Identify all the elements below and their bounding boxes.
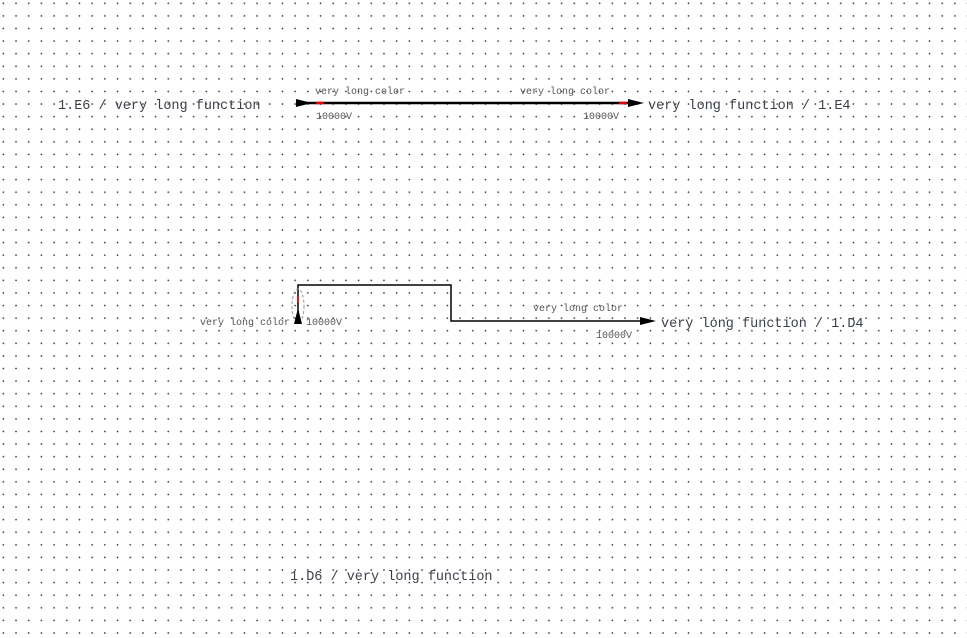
end-color-label: very long color (533, 303, 623, 315)
arrowhead-icon (628, 99, 644, 107)
start-voltage: 10000V (306, 318, 342, 329)
end-color-label: very long color (520, 86, 610, 98)
target-label[interactable]: very long function / 1.D4 (661, 317, 864, 332)
end-voltage: 10000V (583, 112, 619, 123)
start-color-label: very long color (315, 86, 405, 98)
arrowhead-icon (294, 308, 302, 324)
end-voltage: 10000V (596, 331, 632, 342)
connection-2[interactable]: very long color 10000V very long color 1… (200, 284, 864, 342)
start-voltage: 10000V (316, 112, 352, 123)
arrowhead-icon (296, 99, 312, 107)
selection-outline (291, 288, 305, 324)
start-color-label: very long color (200, 317, 290, 329)
target-label[interactable]: very long function / 1.E4 (648, 99, 851, 114)
wire[interactable] (297, 284, 645, 322)
arrowhead-icon (640, 317, 656, 325)
source-label[interactable]: 1.E6 / very long function (58, 99, 261, 114)
connection-1[interactable]: 1.E6 / very long function very long colo… (58, 86, 851, 123)
unconnected-label[interactable]: 1.D6 / very long function (290, 570, 493, 585)
